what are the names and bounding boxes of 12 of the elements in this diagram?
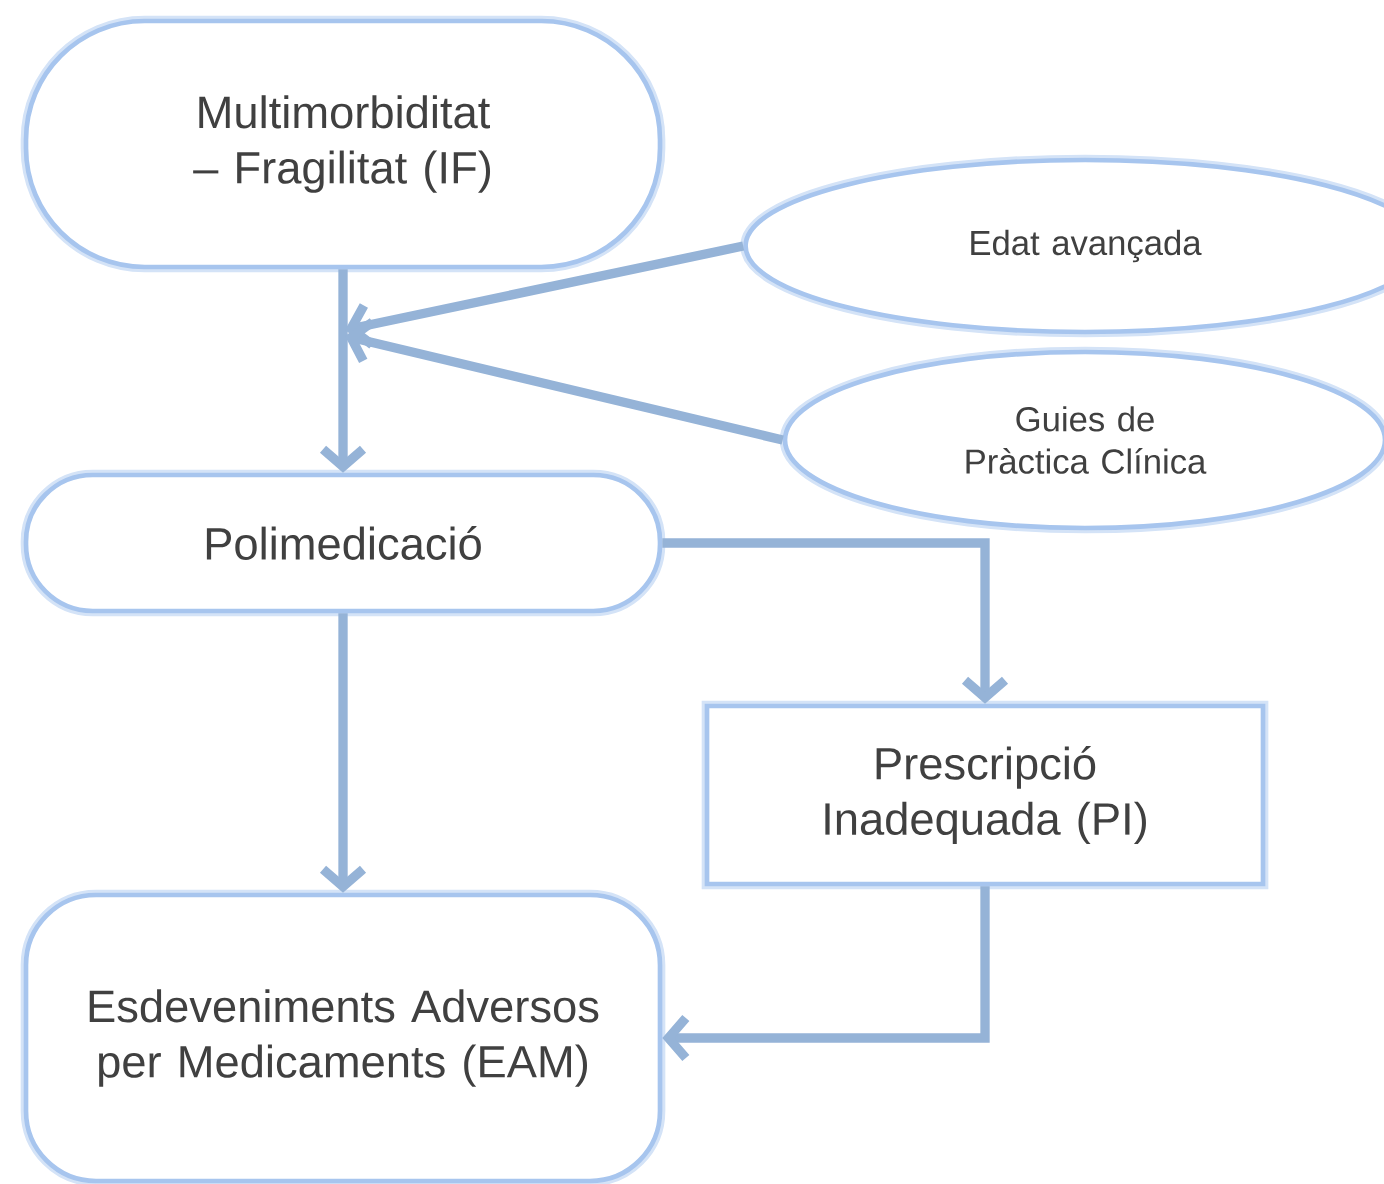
process-box: Prescripció Inadequada (PI) <box>701 700 1269 890</box>
rounded-box: Esdeveniments Adversos per Medicaments (EAM) <box>20 889 666 1184</box>
arrow <box>319 613 367 893</box>
arrow <box>662 886 990 1062</box>
rounded-box: Polimedicació <box>20 469 666 617</box>
arrow <box>345 318 784 445</box>
ellipse-node: Edat avançada <box>740 154 1384 338</box>
arrow <box>319 269 367 473</box>
rounded-box: Multimorbiditat – Fragilitat (IF) <box>20 15 666 273</box>
arrow <box>345 241 745 349</box>
ellipse-node: Guies de Pràctica Clínica <box>779 346 1384 534</box>
arrow <box>662 538 1009 704</box>
